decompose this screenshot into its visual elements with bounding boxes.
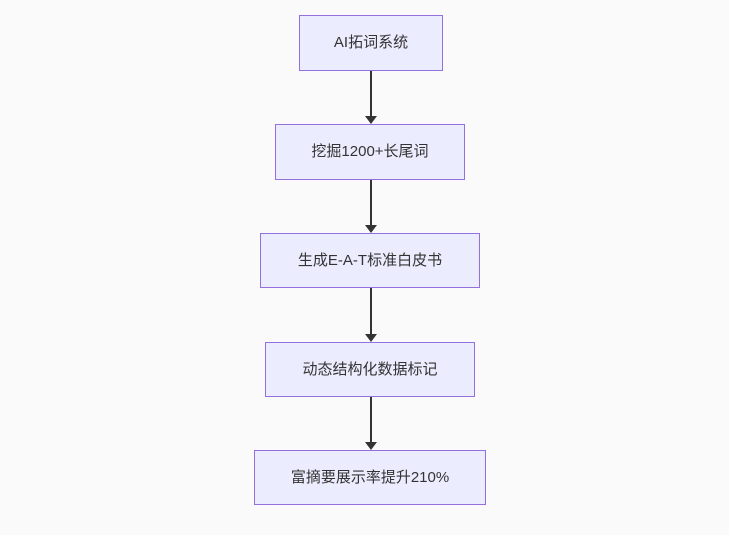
arrowhead-down-icon [365,116,377,124]
flowchart-node-dynamic-structured-data-markup: 动态结构化数据标记 [265,342,475,397]
edge-line [370,397,372,442]
flowchart-node-mine-longtail-keywords: 挖掘1200+长尾词 [275,124,465,180]
arrowhead-down-icon [365,334,377,342]
edge-line [370,71,372,116]
edge-connector-2 [365,180,377,233]
arrowhead-down-icon [365,225,377,233]
edge-connector-4 [365,397,377,450]
flowchart-node-rich-snippet-rate-increase: 富摘要展示率提升210% [254,450,486,505]
edge-line [370,288,372,334]
flowchart-node-ai-word-expansion-system: AI拓词系统 [299,15,443,71]
edge-connector-1 [365,71,377,124]
edge-connector-3 [365,288,377,342]
edge-line [370,180,372,225]
flowchart-node-generate-eat-whitepaper: 生成E-A-T标准白皮书 [260,233,480,288]
arrowhead-down-icon [365,442,377,450]
